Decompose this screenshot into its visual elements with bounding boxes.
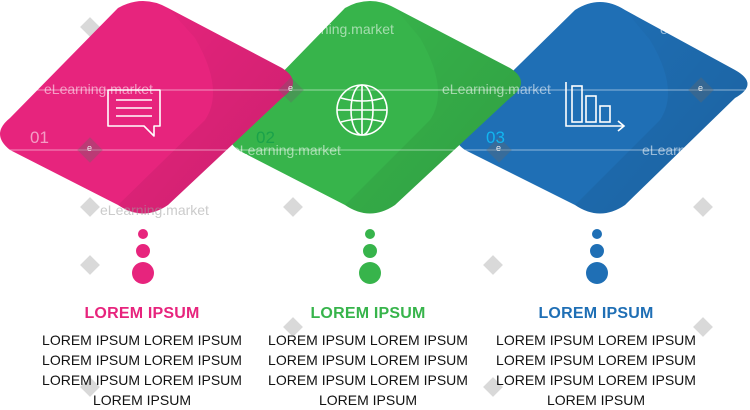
step-number: 03 <box>486 128 505 147</box>
description-line: LOREM IPSUM LOREM IPSUM <box>496 352 696 368</box>
step-1-description: LOREM IPSUM LOREM IPSUM LOREM IPSUM LORE… <box>27 330 257 410</box>
step-3-description: LOREM IPSUM LOREM IPSUM LOREM IPSUM LORE… <box>481 330 711 410</box>
step-2-description: LOREM IPSUM LOREM IPSUM LOREM IPSUM LORE… <box>253 330 483 410</box>
step-2-heading: LOREM IPSUM <box>310 305 426 322</box>
bar-chart-icon <box>565 82 626 132</box>
description-line: LOREM IPSUM LOREM IPSUM <box>42 372 242 388</box>
step-number: 01 <box>30 128 49 147</box>
connector-dots-3 <box>586 229 608 284</box>
description-line: LOREM IPSUM LOREM IPSUM <box>268 352 468 368</box>
description-line: LOREM IPSUM LOREM IPSUM <box>268 372 468 388</box>
connector-dots-1 <box>132 229 154 284</box>
globe-icon <box>336 84 388 136</box>
step-3-heading: LOREM IPSUM <box>538 305 654 322</box>
description-line: LOREM IPSUM LOREM IPSUM <box>496 332 696 348</box>
watermark-diamonds <box>80 17 713 397</box>
description-line: LOREM IPSUM <box>92 392 191 408</box>
description-line: LOREM IPSUM LOREM IPSUM <box>42 352 242 368</box>
description-line: LOREM IPSUM LOREM IPSUM <box>42 332 242 348</box>
description-line: LOREM IPSUM LOREM IPSUM <box>268 332 468 348</box>
step-number: 02 <box>256 128 275 147</box>
step-3-diamond <box>455 2 748 214</box>
chat-bubble-icon <box>107 89 161 137</box>
description-line: LOREM IPSUM <box>318 392 417 408</box>
description-line: LOREM IPSUM <box>546 392 645 408</box>
description-line: LOREM IPSUM LOREM IPSUM <box>496 372 696 388</box>
connector-dots-2 <box>359 229 381 284</box>
step-1-heading: LOREM IPSUM <box>84 305 200 322</box>
step-2-diamond <box>228 1 521 214</box>
